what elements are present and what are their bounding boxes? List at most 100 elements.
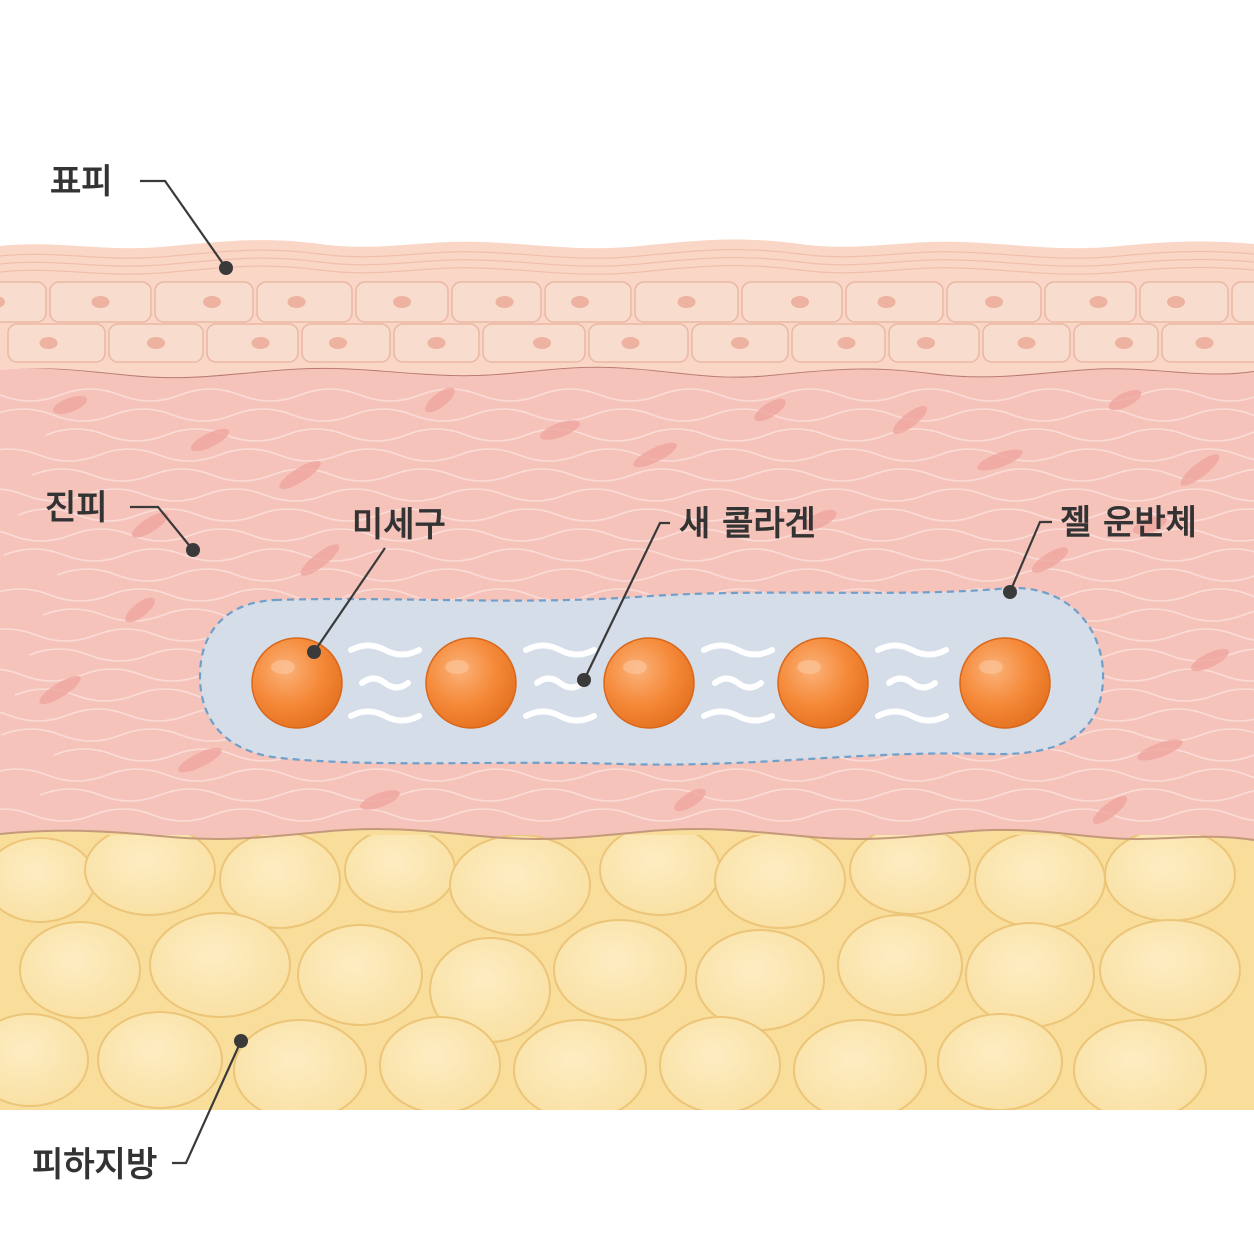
epidermis-nucleus	[677, 296, 696, 308]
epidermis-nucleus	[203, 296, 221, 308]
epidermis-nucleus	[1167, 296, 1185, 308]
dermis-fiber	[45, 428, 1254, 442]
label-new-collagen: 새 콜라겐	[679, 504, 816, 544]
fat-cell	[379, 1016, 501, 1110]
epidermis-nucleus	[39, 337, 58, 349]
epidermis-boundary	[0, 366, 1254, 380]
dermis-cell	[1190, 648, 1230, 672]
collagen-fiber	[701, 708, 775, 724]
epidermis-nucleus	[877, 296, 896, 308]
microspheres	[251, 637, 1051, 729]
fat-leader	[172, 1040, 243, 1165]
epidermis-nucleus	[1017, 337, 1036, 349]
fat-cell	[659, 1016, 781, 1110]
epidermis-cells	[0, 281, 1254, 363]
microsphere	[425, 637, 517, 729]
label-gel-carrier: 젤 운반체	[1060, 503, 1197, 543]
dermis-fiber	[0, 488, 1254, 502]
dermis-cell	[540, 420, 580, 440]
dermis-fiber	[0, 528, 1254, 542]
epidermis-nucleus	[495, 296, 514, 308]
dermis-cell	[279, 460, 321, 490]
fat-cell	[714, 835, 846, 929]
fat-cell	[849, 835, 971, 915]
microsphere-leader-dot	[307, 645, 321, 659]
microsphere	[603, 637, 695, 729]
epidermis-nucleus	[329, 337, 347, 349]
epidermis-nucleus	[393, 296, 411, 308]
gel-leader-dot	[1003, 585, 1017, 599]
dermis-cell	[1132, 515, 1168, 535]
dermis-cell	[39, 675, 81, 705]
epidermis-nucleus	[287, 296, 306, 308]
dermis-cell	[190, 428, 230, 452]
label-subcutaneous-fat: 피하지방	[32, 1145, 157, 1185]
microsphere-highlight	[979, 660, 1003, 674]
epidermis-nucleus	[985, 296, 1003, 308]
dermis-cell	[1180, 454, 1220, 486]
epidermis-nucleus	[147, 337, 165, 349]
dermis-cell	[125, 597, 155, 623]
dermis-cell	[425, 387, 455, 413]
epidermis-nucleus	[427, 337, 446, 349]
collagen-fiber	[523, 708, 597, 724]
fat-cell	[19, 921, 141, 1019]
fat-cell	[84, 835, 216, 916]
dermis-fiber	[0, 448, 1254, 462]
fat-cell	[837, 914, 963, 1016]
fat-cell	[513, 1019, 647, 1110]
epidermis-nucleus	[571, 296, 589, 308]
fat-cell	[1073, 1019, 1207, 1110]
gel-leader	[1008, 520, 1052, 593]
collagen-fiber	[523, 642, 597, 658]
microsphere-highlight	[623, 660, 647, 674]
fat-cell	[0, 1013, 89, 1107]
fat-cell	[233, 1019, 367, 1110]
collagen-fiber	[534, 675, 586, 691]
label-epidermis: 표피	[50, 162, 113, 202]
dermis-cell	[52, 395, 88, 415]
epidermis-leader	[140, 179, 227, 269]
fat-cell	[937, 1013, 1063, 1110]
epidermis-nucleus	[791, 296, 809, 308]
epidermis-nucleus	[837, 337, 856, 349]
fat-cell	[1104, 835, 1236, 922]
epidermis-nucleus	[917, 337, 935, 349]
dermis-fiber	[17, 508, 1254, 522]
epidermis-nucleus	[1115, 337, 1133, 349]
epidermis-nucleus	[1089, 296, 1108, 308]
collagen-fiber	[875, 642, 949, 658]
epidermis-layer	[0, 239, 1254, 380]
dermis-leader	[130, 505, 194, 551]
dermis-fiber	[0, 408, 1254, 422]
dermis-fiber	[0, 808, 1254, 822]
collagen-fiber	[348, 642, 422, 658]
fat-cell	[0, 837, 96, 923]
dermis-cell	[674, 788, 706, 812]
fat-cell	[97, 1011, 223, 1109]
collagen-leader-dot	[577, 673, 591, 687]
dermis-leader-dot	[186, 543, 200, 557]
dermis-cells	[39, 387, 1230, 825]
dermis-cell	[300, 544, 340, 576]
fat-cell	[449, 835, 591, 936]
microsphere	[251, 637, 343, 729]
fat-cell	[149, 912, 291, 1018]
fat-layer	[0, 828, 1254, 1110]
epidermis-nucleus	[731, 337, 749, 349]
collagen-fiber	[359, 675, 411, 691]
epidermis-nucleus	[533, 337, 551, 349]
microsphere-leader	[313, 547, 386, 653]
dermis-cell	[633, 442, 677, 468]
fat-cell	[974, 835, 1106, 929]
fat-cell	[297, 924, 423, 1026]
fat-leader-dot	[234, 1034, 248, 1048]
microsphere	[959, 637, 1051, 729]
dermis-cell	[803, 509, 837, 531]
collagen-fiber	[886, 675, 938, 691]
dermis-cell	[1031, 547, 1069, 573]
epidermis-lines	[0, 248, 1254, 275]
microsphere-highlight	[445, 660, 469, 674]
dermis-cell	[977, 449, 1023, 471]
